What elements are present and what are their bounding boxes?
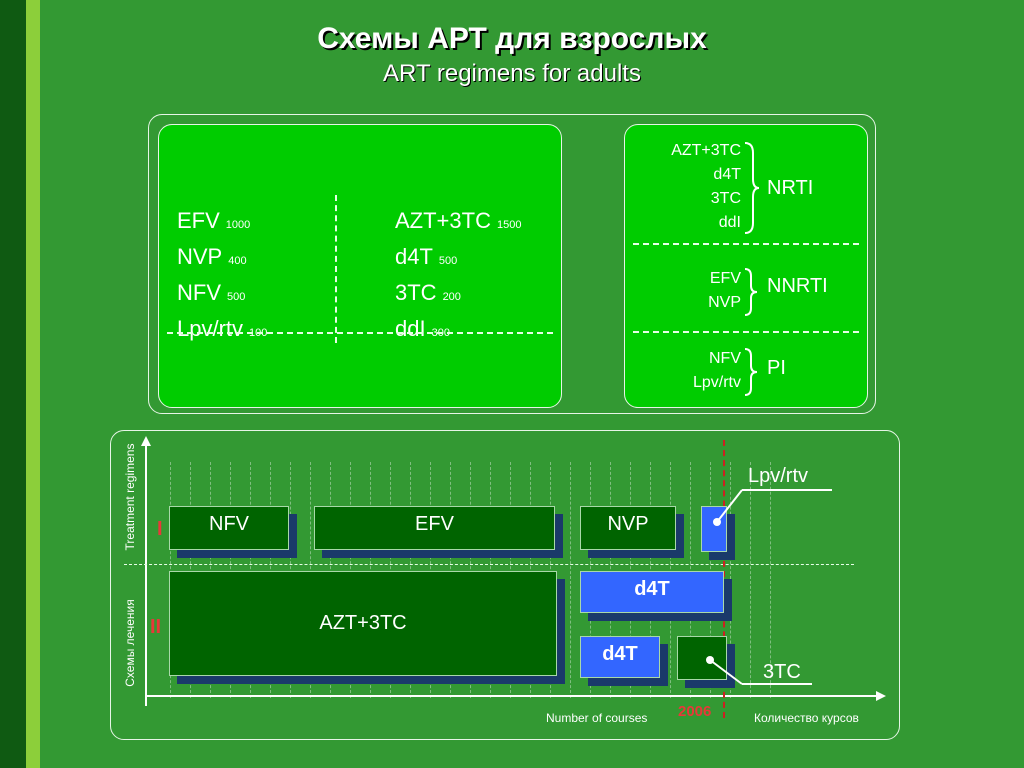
row-divider (167, 332, 553, 334)
y-axis-label-en: Treatment regimens (123, 443, 137, 551)
nnrti-drug-list: EFV NVP (708, 270, 741, 311)
grid-line (750, 462, 751, 698)
left-stripe-dark (0, 0, 26, 768)
grid-line (770, 462, 771, 698)
bar-efv: EFV (314, 506, 555, 550)
nrti-brace (744, 142, 760, 234)
column-divider (335, 195, 337, 343)
class-divider (633, 331, 859, 333)
row-label-ii: II (150, 616, 162, 638)
x-axis-label-en: Number of courses (546, 711, 648, 725)
x-axis-label-ru: Количество курсов (754, 711, 859, 725)
page-title: Схемы АРТ для взрослых (317, 22, 707, 55)
page-subtitle: ART regimens for adults (383, 60, 641, 87)
bar-3tc (677, 636, 727, 680)
pi-drug-list: NFV Lpv/rtv (692, 350, 741, 391)
nrti-label: NRTI (767, 177, 814, 199)
bar-nfv: NFV (169, 506, 289, 550)
top-frame (148, 114, 876, 414)
nrti-drug-list: AZT+3TC d4T 3TC ddI (671, 142, 741, 231)
left-stripe-light (26, 0, 40, 768)
nnrti-label: NNRTI (767, 275, 828, 297)
pi-brace (744, 348, 758, 396)
timeline-frame (110, 430, 900, 740)
y-axis-label-ru: Схемы лечения (123, 599, 137, 687)
row-label-i: I (157, 518, 163, 540)
classes-panel: AZT+3TC d4T 3TC ddI NRTI EFV NVP NNRTI N… (624, 124, 868, 408)
bar-d4t-lower: d4T (580, 636, 660, 678)
pi-label: PI (767, 357, 786, 379)
year-marker-line (723, 440, 725, 718)
bar-nvp: NVP (580, 506, 676, 550)
grid-line (730, 462, 731, 698)
timeline-axes (141, 436, 886, 706)
callout-lines (706, 489, 832, 685)
callout-3tc: 3TC (763, 661, 801, 683)
bar-d4t-upper: d4T (580, 571, 724, 613)
grid-line (570, 462, 571, 698)
bar-azt-3tc: AZT+3TC (169, 571, 557, 676)
nnrti-brace (744, 268, 758, 316)
year-marker-label: 2006 (678, 703, 712, 720)
callout-lpv-rtv: Lpv/rtv (748, 465, 809, 487)
regimen-row-separator (124, 564, 854, 565)
class-divider (633, 243, 859, 245)
